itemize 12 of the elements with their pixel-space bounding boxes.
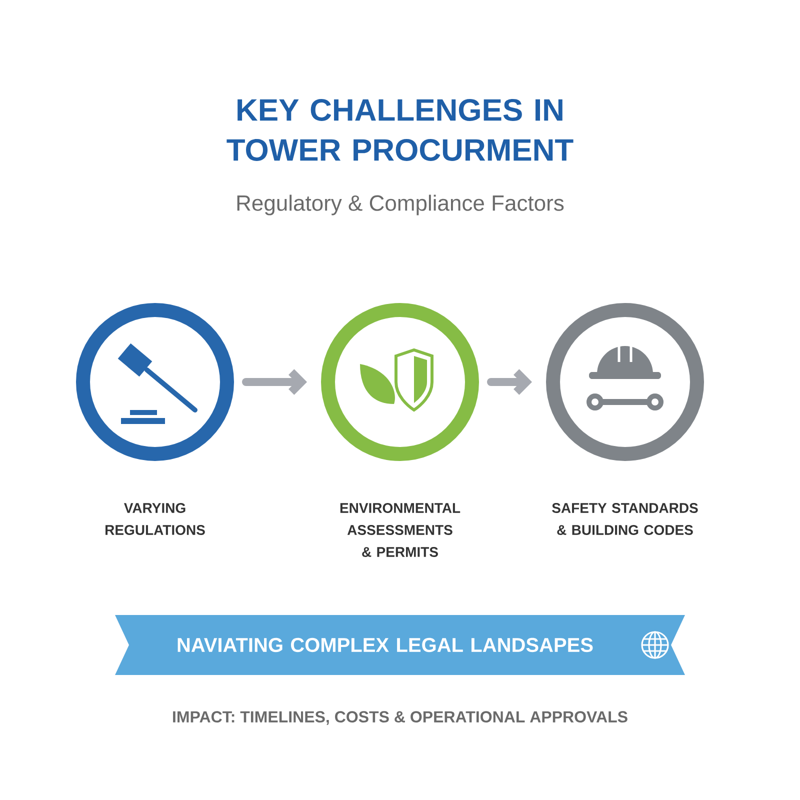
ring-circle bbox=[321, 303, 479, 461]
node-label: SAFETY STANDARDS & BUILDING CODES bbox=[552, 503, 698, 535]
arrow bbox=[487, 369, 532, 395]
ribbon-banner: NAVIATING COMPLEX LEGAL LANDSAPES bbox=[115, 615, 685, 675]
ring-circle bbox=[76, 303, 234, 461]
subtitle: Regulatory & Compliance Factors bbox=[237, 194, 564, 216]
ring-circle bbox=[546, 303, 704, 461]
note-text: IMPACT: TIMELINES, COSTS & OPERATIONAL APPROVALS bbox=[173, 711, 628, 725]
node-label: VARYING REGULATIONS bbox=[106, 503, 205, 535]
arrow bbox=[242, 369, 307, 395]
title: KEY CHALLENGES IN TOWER PROCURMENT bbox=[226, 99, 574, 161]
node-label: ENVIRONMENTAL ASSESSMENTS & PERMITS bbox=[340, 503, 460, 557]
